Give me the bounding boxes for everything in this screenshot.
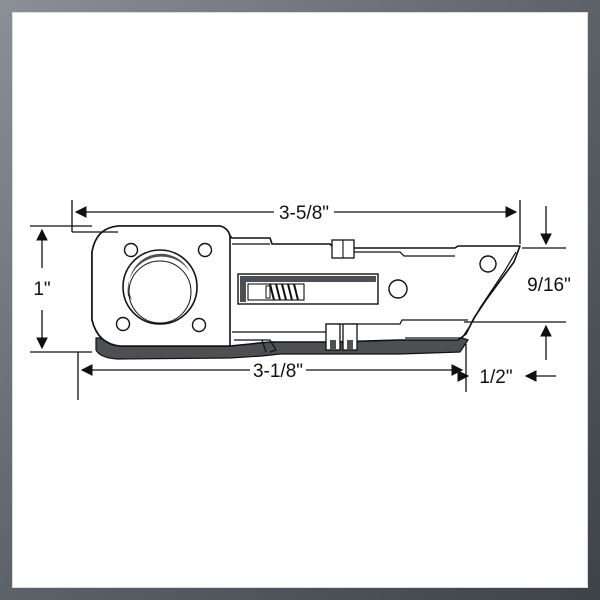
dimension-tail-height: 9/16" — [527, 275, 571, 296]
cam-lock-part — [91, 225, 521, 353]
spring — [269, 283, 299, 301]
screw-hole — [123, 242, 139, 258]
spring-slot — [237, 273, 379, 305]
tail-hole — [479, 255, 497, 273]
screw-hole — [191, 317, 207, 333]
round-hole — [122, 249, 198, 325]
dimension-tail-width: 1/2" — [479, 367, 512, 388]
slide-hole — [388, 279, 408, 299]
dimension-body-length: 3-1/8" — [253, 361, 303, 382]
dimension-overall-length: 3-5/8" — [279, 203, 329, 224]
screw-hole — [197, 242, 213, 258]
dimension-height: 1" — [33, 279, 50, 300]
screw-hole — [115, 316, 131, 332]
dimension-lines — [30, 200, 566, 400]
bottom-clips — [325, 323, 358, 351]
